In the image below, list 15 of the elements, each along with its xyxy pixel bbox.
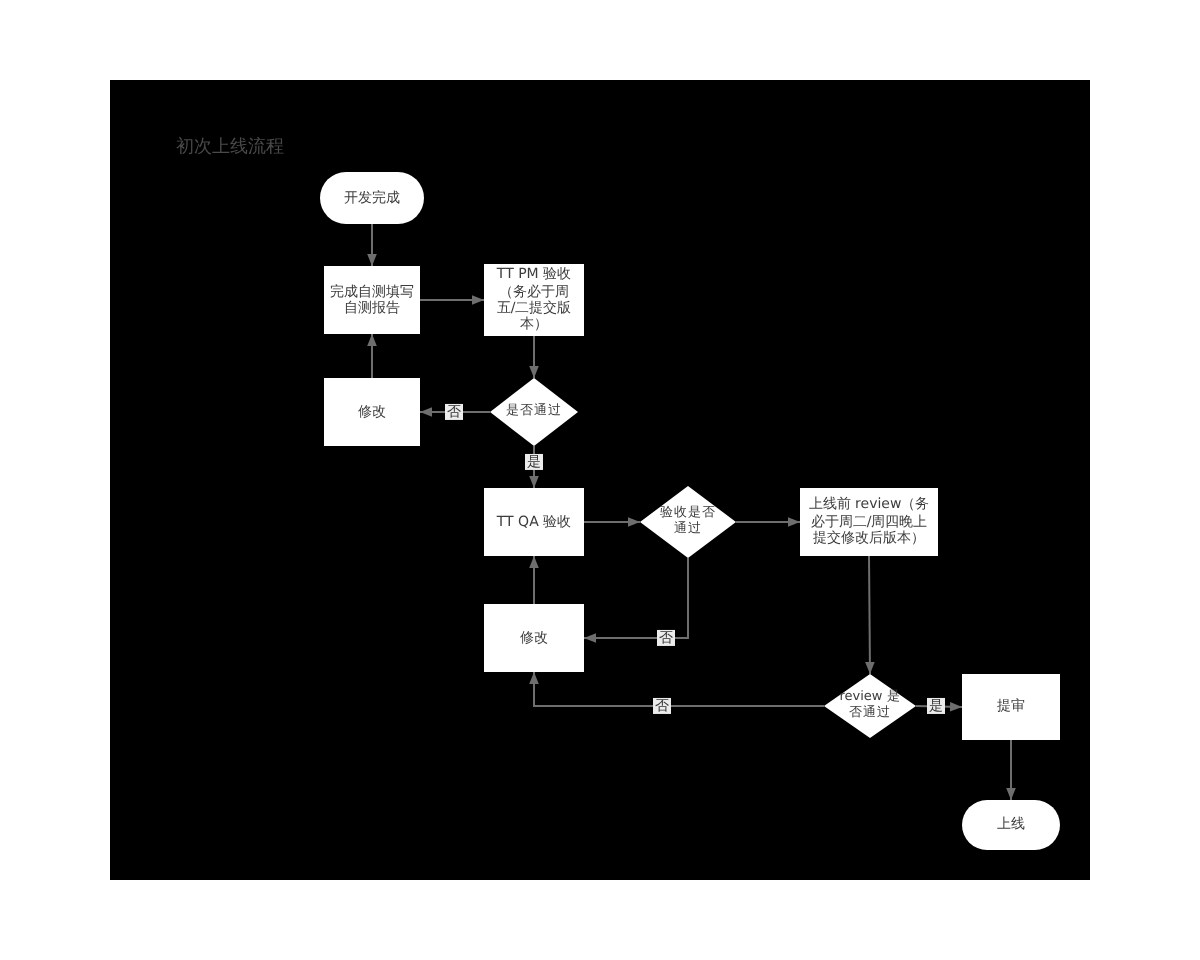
arrow xyxy=(367,223,377,267)
title: 初次上线流程 xyxy=(176,135,284,160)
arrow xyxy=(865,555,875,675)
arrow xyxy=(419,295,485,305)
arrow xyxy=(583,517,641,527)
arrow xyxy=(419,407,491,417)
arrow xyxy=(1006,739,1016,801)
arrow xyxy=(529,671,825,707)
arrow xyxy=(529,555,539,605)
arrow xyxy=(367,333,377,379)
arrow xyxy=(915,701,963,712)
arrow xyxy=(529,445,539,489)
arrow xyxy=(735,517,801,527)
arrow xyxy=(529,335,539,379)
arrow xyxy=(583,557,689,643)
